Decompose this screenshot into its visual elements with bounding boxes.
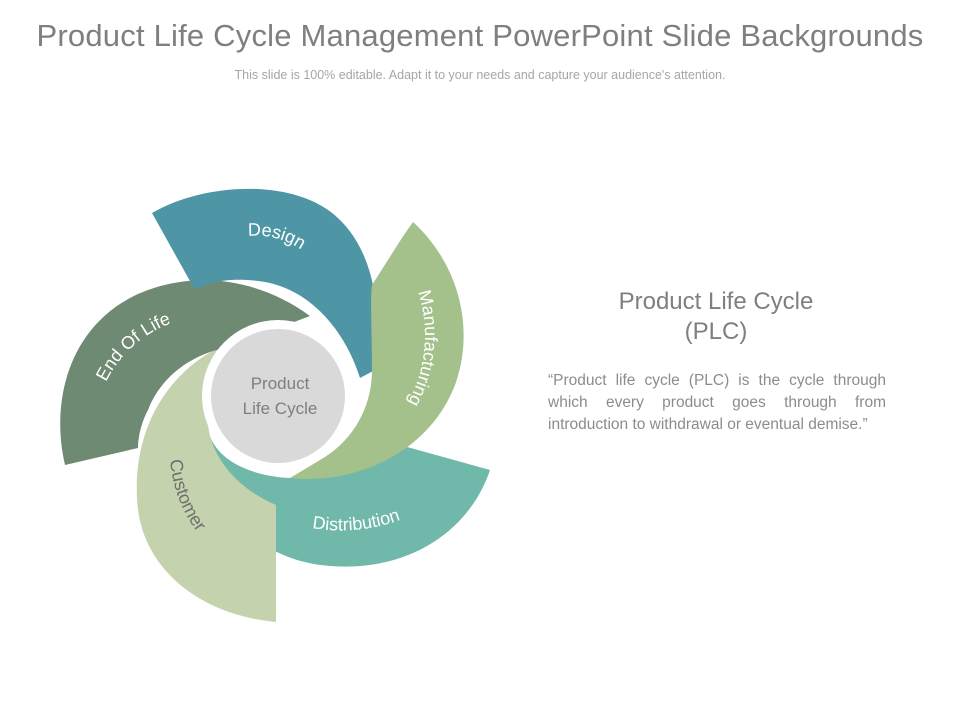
center-label-line1: Product — [251, 374, 310, 393]
center-label-line2: Life Cycle — [243, 399, 318, 418]
segment-distribution — [207, 430, 490, 567]
segment-customer — [136, 348, 276, 622]
side-body-text: “Product life cycle (PLC) is the cycle t… — [548, 372, 886, 433]
slide-title: Product Life Cycle Management PowerPoint… — [36, 18, 924, 53]
side-heading-line2: (PLC) — [684, 318, 748, 345]
segment-design — [152, 188, 378, 378]
segment-manufacturing — [290, 222, 464, 479]
side-heading-line1: Product Life Cycle — [618, 288, 814, 315]
slide-subtitle: This slide is 100% editable. Adapt it to… — [234, 68, 726, 82]
center-circle — [211, 329, 345, 463]
side-heading: Product Life Cycle (PLC) — [588, 287, 844, 347]
